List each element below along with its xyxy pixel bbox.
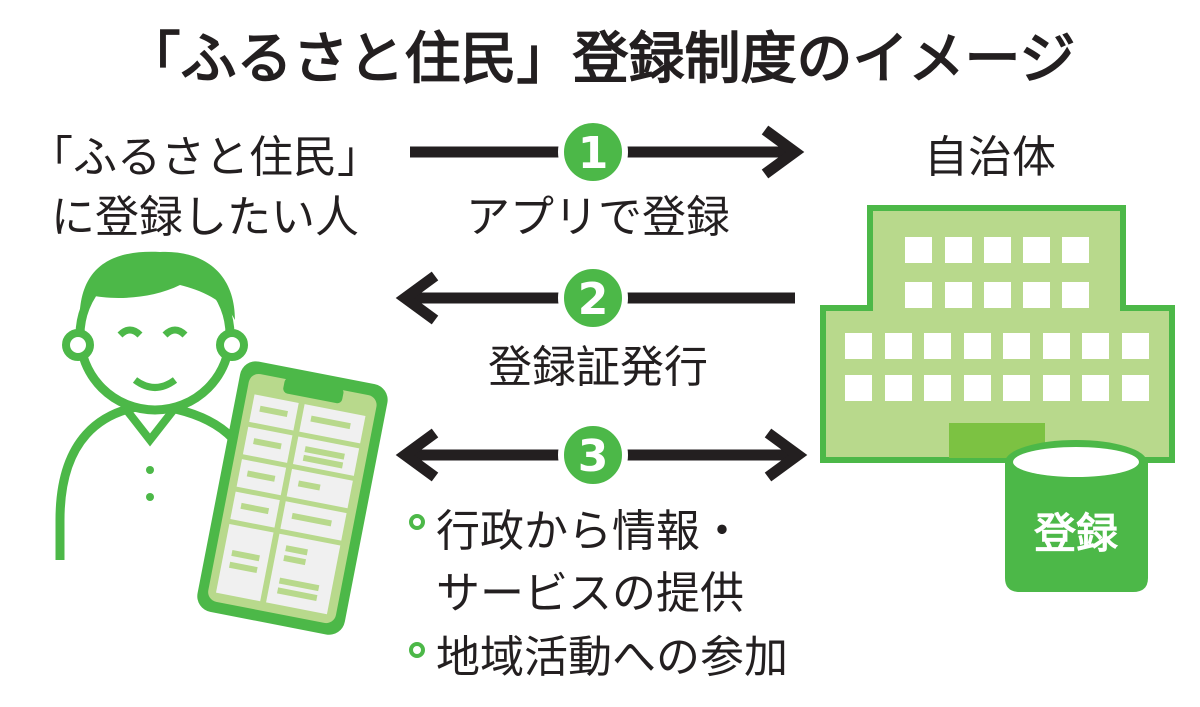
registration-database-icon [1005, 440, 1148, 592]
bullet-icon [409, 514, 425, 530]
step-number-badge [558, 420, 628, 490]
step-number: 1 [578, 128, 609, 179]
step-number-badge [558, 263, 628, 333]
arrow-step-2: 2 [395, 263, 795, 333]
diagram-title: 「ふるさと住民」登録制度のイメージ [125, 27, 1076, 92]
bullet-icon [409, 642, 425, 658]
database-label: 登録 [1033, 509, 1119, 558]
benefit-item: 行政から情報・ [436, 506, 744, 557]
smartphone-icon [197, 361, 388, 635]
step-number-badge [558, 117, 628, 187]
person-label-line2: に登録したい人 [51, 192, 359, 243]
step-1-label: アプリで登録 [466, 192, 730, 243]
step-number: 3 [578, 431, 609, 482]
step-2-label: 登録証発行 [488, 342, 708, 393]
step-number: 2 [578, 274, 609, 325]
benefit-item-continued: サービスの提供 [436, 568, 744, 619]
benefit-item: 地域活動への参加 [436, 632, 788, 683]
municipality-label: 自治体 [924, 132, 1056, 183]
municipal-building-icon [820, 205, 1175, 463]
arrow-step-1: 1 [410, 117, 805, 187]
arrow-step-3: 3 [395, 420, 808, 490]
person-label-line1: 「ふるさと住民」 [29, 132, 381, 183]
